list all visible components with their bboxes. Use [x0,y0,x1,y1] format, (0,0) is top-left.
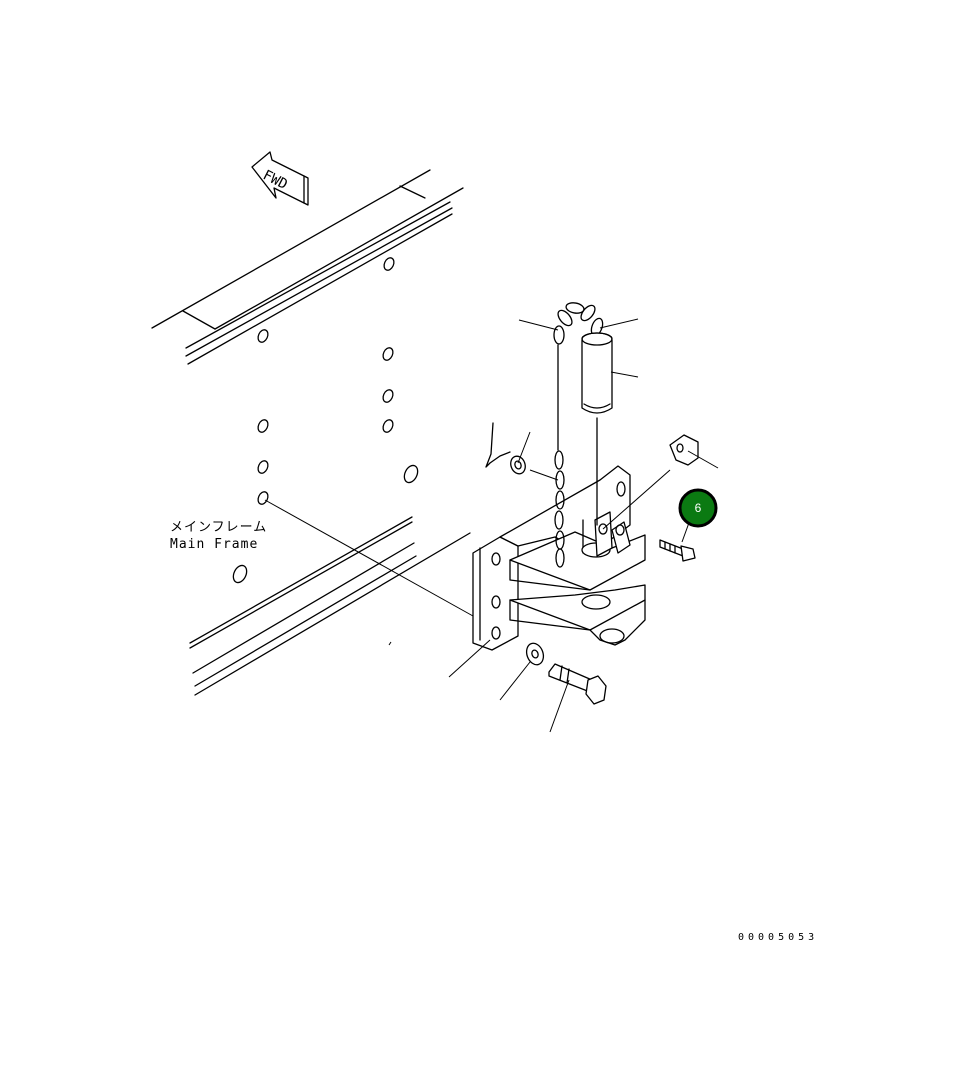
hitch-pin [581,332,613,526]
hitch-body [472,465,646,651]
frame-label-japanese: メインフレーム [170,520,268,535]
large-bolt [548,663,607,705]
callout-6-circle [678,488,718,528]
nut [510,455,526,475]
callout-6-number: 6 [694,501,702,515]
clip-pin [485,422,511,468]
small-bolt [659,539,696,562]
frame-label-english: Main Frame [170,537,259,552]
callout-6-badge[interactable]: 6 [678,488,718,528]
fwd-arrow-icon: FWD [251,151,309,206]
leader-lines [264,318,719,733]
drawing-number: 00005053 [738,932,819,943]
retainer-bracket [669,434,699,466]
main-frame [151,169,471,696]
washer [525,642,545,666]
